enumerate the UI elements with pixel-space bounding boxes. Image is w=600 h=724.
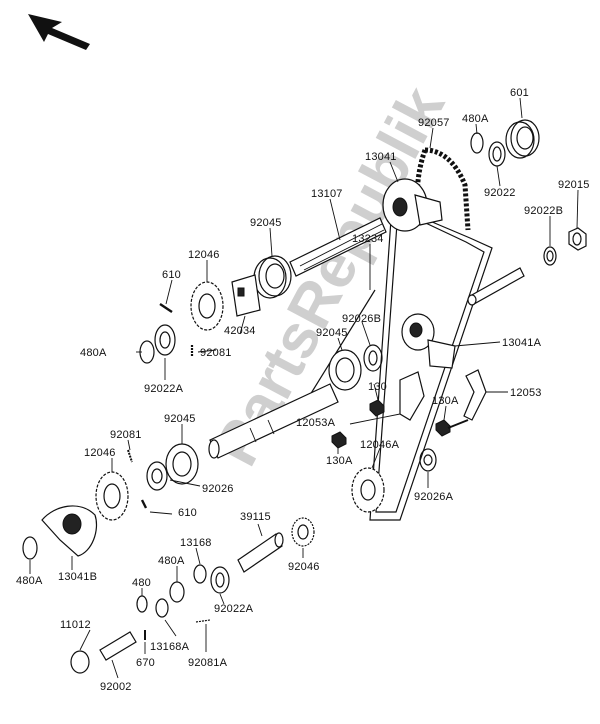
label-92057: 92057 [418,117,450,129]
guide-12053a [399,371,425,421]
label-92022a: 92022A [214,603,254,615]
label-92002: 92002 [100,681,132,693]
label-92022: 92022 [484,187,516,199]
washer-92022a-left [154,324,176,356]
label-480a: 480A [158,555,185,567]
label-13168a: 13168A [150,641,190,653]
label-92022a: 92022A [144,383,184,395]
bearing-92045-mid [328,349,362,391]
label-92081a: 92081A [188,657,228,669]
spring-92081-mid [127,449,133,463]
circlip-480a-left [139,340,155,364]
label-92045: 92045 [316,327,348,339]
leader-lines [29,97,579,679]
pin-610-bottom [140,499,148,509]
circlip-480a-top [470,132,484,154]
label-42034: 42034 [224,325,256,337]
label-92026: 92026 [202,483,234,495]
shaft-13107 [289,217,387,277]
label-130a: 130A [432,395,459,407]
label-130a: 130A [326,455,353,467]
plate-13168a [155,598,169,618]
label-480: 480 [132,577,151,589]
label-11012: 11012 [60,619,91,631]
label-13041a: 13041A [502,337,542,349]
label-92045: 92045 [250,217,282,229]
circlip-480a-center [169,581,185,603]
bearing-601 [505,119,540,159]
bearing-92046 [291,517,315,547]
label-92046: 92046 [288,561,320,573]
nut-92015 [568,227,587,251]
label-13234: 13234 [352,233,384,245]
label-480a: 480A [80,347,107,359]
label-13107: 13107 [311,188,343,200]
tensioner-bolt [467,267,525,306]
sprocket-13041 [382,178,443,232]
bearing-92045-top [253,255,292,299]
spring-92081a [195,619,211,623]
washer-92026 [146,461,168,491]
circlip-480 [136,595,148,613]
label-480a: 480A [16,575,43,587]
label-610: 610 [178,507,197,519]
label-13041: 13041 [365,151,397,163]
label-130: 130 [368,381,387,393]
label-92081: 92081 [200,347,232,359]
washer-92022a-bottom [210,566,230,594]
bolt-130a-mid [331,431,347,449]
shaft-39115 [237,532,284,573]
washer-92026b [363,344,383,372]
washer-92022 [488,141,506,167]
label-601: 601 [510,87,529,99]
label-12053: 12053 [510,387,542,399]
cap-11012 [70,650,90,674]
sprocket-13041a [401,313,456,369]
tensioner-arm-12053 [463,369,487,421]
damper-42034 [231,274,261,317]
label-13041b: 13041B [58,571,97,583]
bearing-92045-bottom [165,443,199,485]
label-39115: 39115 [240,511,271,523]
plate-13168 [193,564,207,584]
label-92022b: 92022B [524,205,563,217]
front-arrow-icon [28,14,90,50]
sprocket-13041b [41,505,98,557]
label-92026b: 92026B [342,313,381,325]
label-92045: 92045 [164,413,196,425]
washer-92022b [543,246,557,266]
label-610: 610 [162,269,181,281]
label-12053a: 12053A [296,417,336,429]
label-92015: 92015 [558,179,590,191]
label-92081: 92081 [110,429,142,441]
label-480a: 480A [462,113,489,125]
label-12046: 12046 [188,249,220,261]
bolt-130a-right [435,419,469,437]
part-labels: 601 480A 92057 13041 92022 92015 13107 9… [16,87,590,693]
gear-12046-bottom [95,471,129,521]
gear-12046-top [190,281,224,331]
bolt-130 [369,399,385,417]
label-13168: 13168 [180,537,212,549]
label-92026a: 92026A [414,491,454,503]
label-12046a: 12046A [360,439,400,451]
label-670: 670 [136,657,155,669]
main-shaft [208,383,339,459]
gear-12046a [351,467,385,513]
pin-610-top [159,303,173,313]
label-12046: 12046 [84,447,116,459]
shaft-92002 [99,631,137,661]
circlip-480a-bottom [22,536,38,560]
plate-13234 [309,289,376,396]
washer-92026a [419,448,437,472]
